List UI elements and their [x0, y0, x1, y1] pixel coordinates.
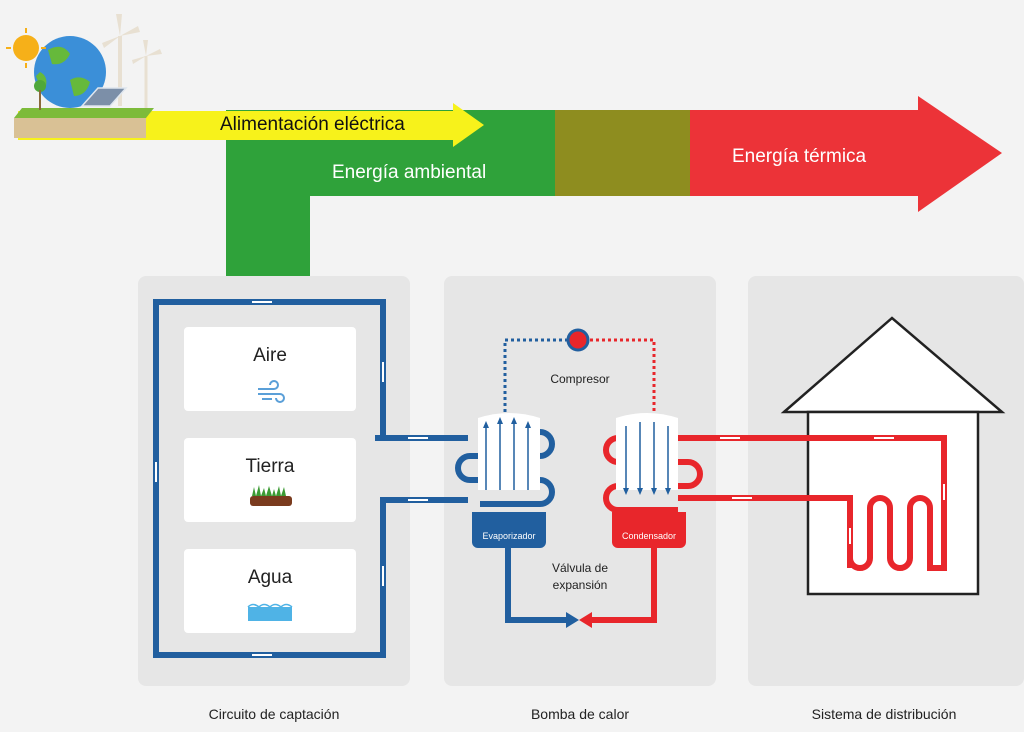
mixed-energy-band — [555, 110, 690, 196]
compressor-icon — [566, 328, 590, 352]
thermal-energy-label: Energía térmica — [732, 146, 867, 167]
source-box-ground: Tierra — [184, 438, 356, 522]
compressor-label: Compresor — [550, 372, 610, 386]
ambient-energy-label: Energía ambiental — [332, 162, 487, 183]
renewable-earth-icon — [6, 14, 162, 138]
source-box-air: Aire — [184, 327, 356, 411]
electric-supply-label: Alimentación eléctrica — [220, 114, 405, 135]
expansion-valve-label-line2: expansión — [552, 578, 608, 592]
expansion-valve-label: Válvula de expansión — [530, 560, 630, 594]
soil-icon — [250, 485, 292, 506]
source-label-air: Aire — [253, 345, 287, 366]
source-label-water: Agua — [247, 567, 293, 588]
water-icon — [247, 603, 293, 621]
condenser-label: Condensador — [621, 531, 677, 541]
condenser-unit — [603, 413, 703, 548]
expansion-valve-icon — [566, 612, 592, 628]
thermal-energy-arrow — [690, 96, 1002, 212]
evaporator-unit — [455, 413, 555, 548]
distribution-caption: Sistema de distribución — [811, 706, 957, 722]
capture-circuit-caption: Circuito de captación — [208, 706, 340, 722]
evaporator-label: Evaporizador — [482, 531, 536, 541]
ambient-energy-band — [226, 110, 555, 276]
expansion-valve-label-line1: Válvula de — [551, 561, 609, 575]
compressor-line-blue — [503, 338, 567, 412]
wind-icon — [258, 380, 285, 403]
evaporator-to-valve-pipe — [505, 548, 570, 623]
heat-pump-caption: Bomba de calor — [530, 706, 630, 722]
condenser-to-valve-pipe — [588, 548, 657, 623]
capture-loop-pipe — [153, 299, 386, 658]
source-label-ground: Tierra — [245, 456, 295, 477]
